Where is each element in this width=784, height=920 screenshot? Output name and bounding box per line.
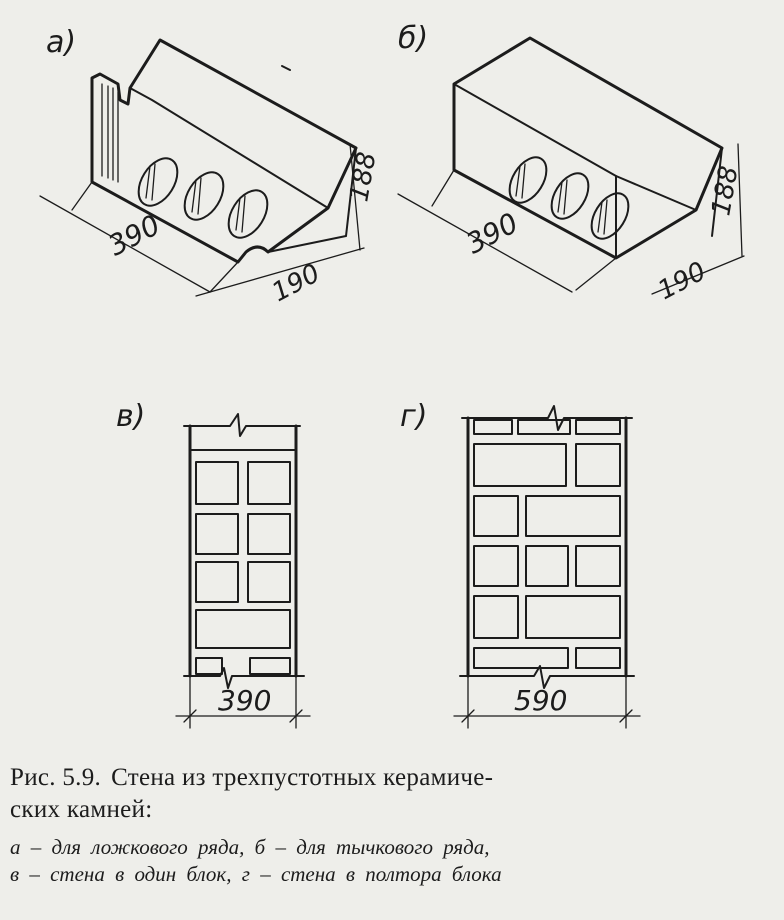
caption-legend-line2: в – стена в один блок, г – стена в полто… bbox=[10, 862, 502, 886]
panel-b-dim-length: 390 bbox=[461, 206, 524, 260]
caption-prefix: Рис. 5.9. bbox=[10, 764, 102, 791]
panel-a-block-drawing: а) 390 190 188 bbox=[39, 25, 383, 308]
panel-b-block-drawing: б) 390 190 188 bbox=[397, 21, 745, 306]
panel-b-label: б) bbox=[398, 21, 428, 56]
panel-v-label: в) bbox=[116, 399, 145, 434]
panel-a-label: а) bbox=[46, 25, 76, 60]
figure-caption: Рис. 5.9. Стена из трехпустотных керамиче… bbox=[10, 762, 780, 888]
caption-legend: а – для ложкового ряда, б – для тычковог… bbox=[10, 834, 780, 888]
panel-v-wall-drawing: в) 390 bbox=[116, 399, 311, 729]
panel-a-dim-width: 190 bbox=[267, 258, 325, 308]
caption-title-line1: Стена из трехпустотных керамиче- bbox=[111, 764, 494, 791]
caption-title-line2: ских камней: bbox=[10, 796, 153, 823]
caption-title: Рис. 5.9. Стена из трехпустотных керамиче… bbox=[10, 762, 780, 826]
figure-drawing: а) 390 190 188 б) bbox=[39, 21, 745, 729]
panel-g-dim-width: 590 bbox=[514, 684, 567, 717]
panel-b-dim-width: 190 bbox=[653, 256, 711, 306]
panel-v-dim-width: 390 bbox=[218, 684, 271, 717]
caption-legend-line1: а – для ложкового ряда, б – для тычковог… bbox=[10, 835, 490, 859]
panel-g-wall-drawing: г) 590 bbox=[400, 399, 641, 729]
panel-g-label: г) bbox=[400, 399, 427, 434]
